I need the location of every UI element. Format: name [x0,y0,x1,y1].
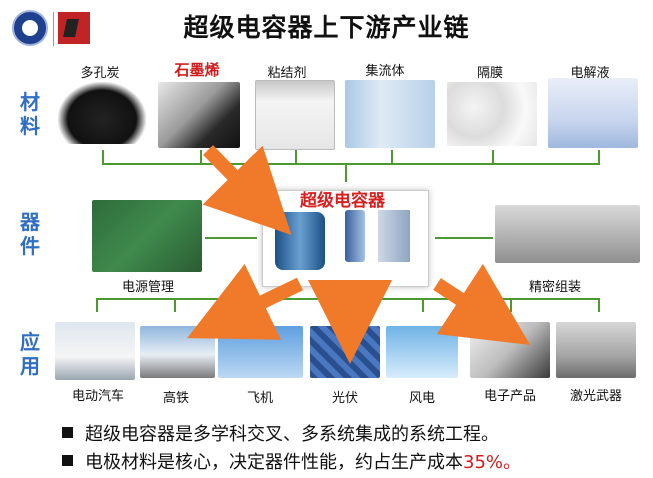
left-connector [205,237,257,239]
graphene-image [158,82,240,148]
electrolyte-image [548,78,638,148]
application-label-electronics: 电子产品 [483,389,536,404]
graphene-to-device-arrow [202,145,292,235]
application-label-rail: 高铁 [162,391,189,406]
bullet-2: 电极材料是核心，决定器件性能，约占生产成本35%。 [62,448,521,474]
electrode-stack-image [378,210,410,262]
porous-carbon-image [58,82,146,144]
application-label-laser: 激光武器 [569,389,622,404]
device-to-electronics-arrow [433,263,531,346]
connector [492,150,494,165]
connector [96,298,98,312]
current-collector-image [345,80,435,148]
precision-assembly-image [495,205,640,263]
device-label-power-management: 电源管理 [121,280,174,295]
material-label-current-collector: 集流体 [365,64,405,79]
application-label-ev: 电动汽车 [71,389,124,404]
cost-percent: 35%。 [463,452,522,473]
power-management-image [92,200,202,272]
right-connector [435,237,493,239]
connector-down [345,164,347,182]
side-label-materials: 材料 [20,90,40,138]
logo-divider [53,12,54,46]
application-label-pv: 光伏 [331,391,358,406]
cell-layer-image [345,210,365,262]
application-label-wind: 风电 [408,391,435,406]
university-logo [12,10,48,46]
device-label-precision-assembly: 精密组装 [528,280,581,295]
bullet-square-icon [62,427,73,438]
separator-image [447,82,537,146]
side-label-applications: 应用 [20,330,40,378]
binder-image [255,80,335,150]
connector [422,298,424,312]
bullet-square-icon [62,455,73,466]
connector [174,298,176,312]
electric-car-image [55,322,135,380]
laser-weapon-image [556,322,636,378]
connector [102,150,104,165]
connector [391,150,393,165]
application-label-airplane: 飞机 [246,391,273,406]
bullet-1: 超级电容器是多学科交叉、多系统集成的系统工程。 [62,420,499,446]
bullet-2-text: 电极材料是核心，决定器件性能，约占生产成本 [85,452,463,473]
bullet-1-text: 超级电容器是多学科交叉、多系统集成的系统工程。 [85,424,499,445]
connector [598,150,600,165]
connector [598,298,600,312]
connector [200,150,202,165]
materials-connector-bar [102,163,600,165]
material-label-separator: 隔膜 [476,66,503,81]
connector [295,150,297,165]
page-title: 超级电容器上下游产业链 [183,13,470,42]
side-label-devices: 器件 [20,210,40,258]
device-to-rail-arrow [187,263,304,340]
material-label-graphene: 石墨烯 [174,61,220,79]
material-label-binder: 粘结剂 [267,66,307,81]
material-label-porous-carbon: 多孔炭 [80,66,120,81]
material-label-electrolyte: 电解液 [570,66,610,81]
institute-logo [58,12,90,44]
center-title: 超级电容器 [300,191,385,211]
